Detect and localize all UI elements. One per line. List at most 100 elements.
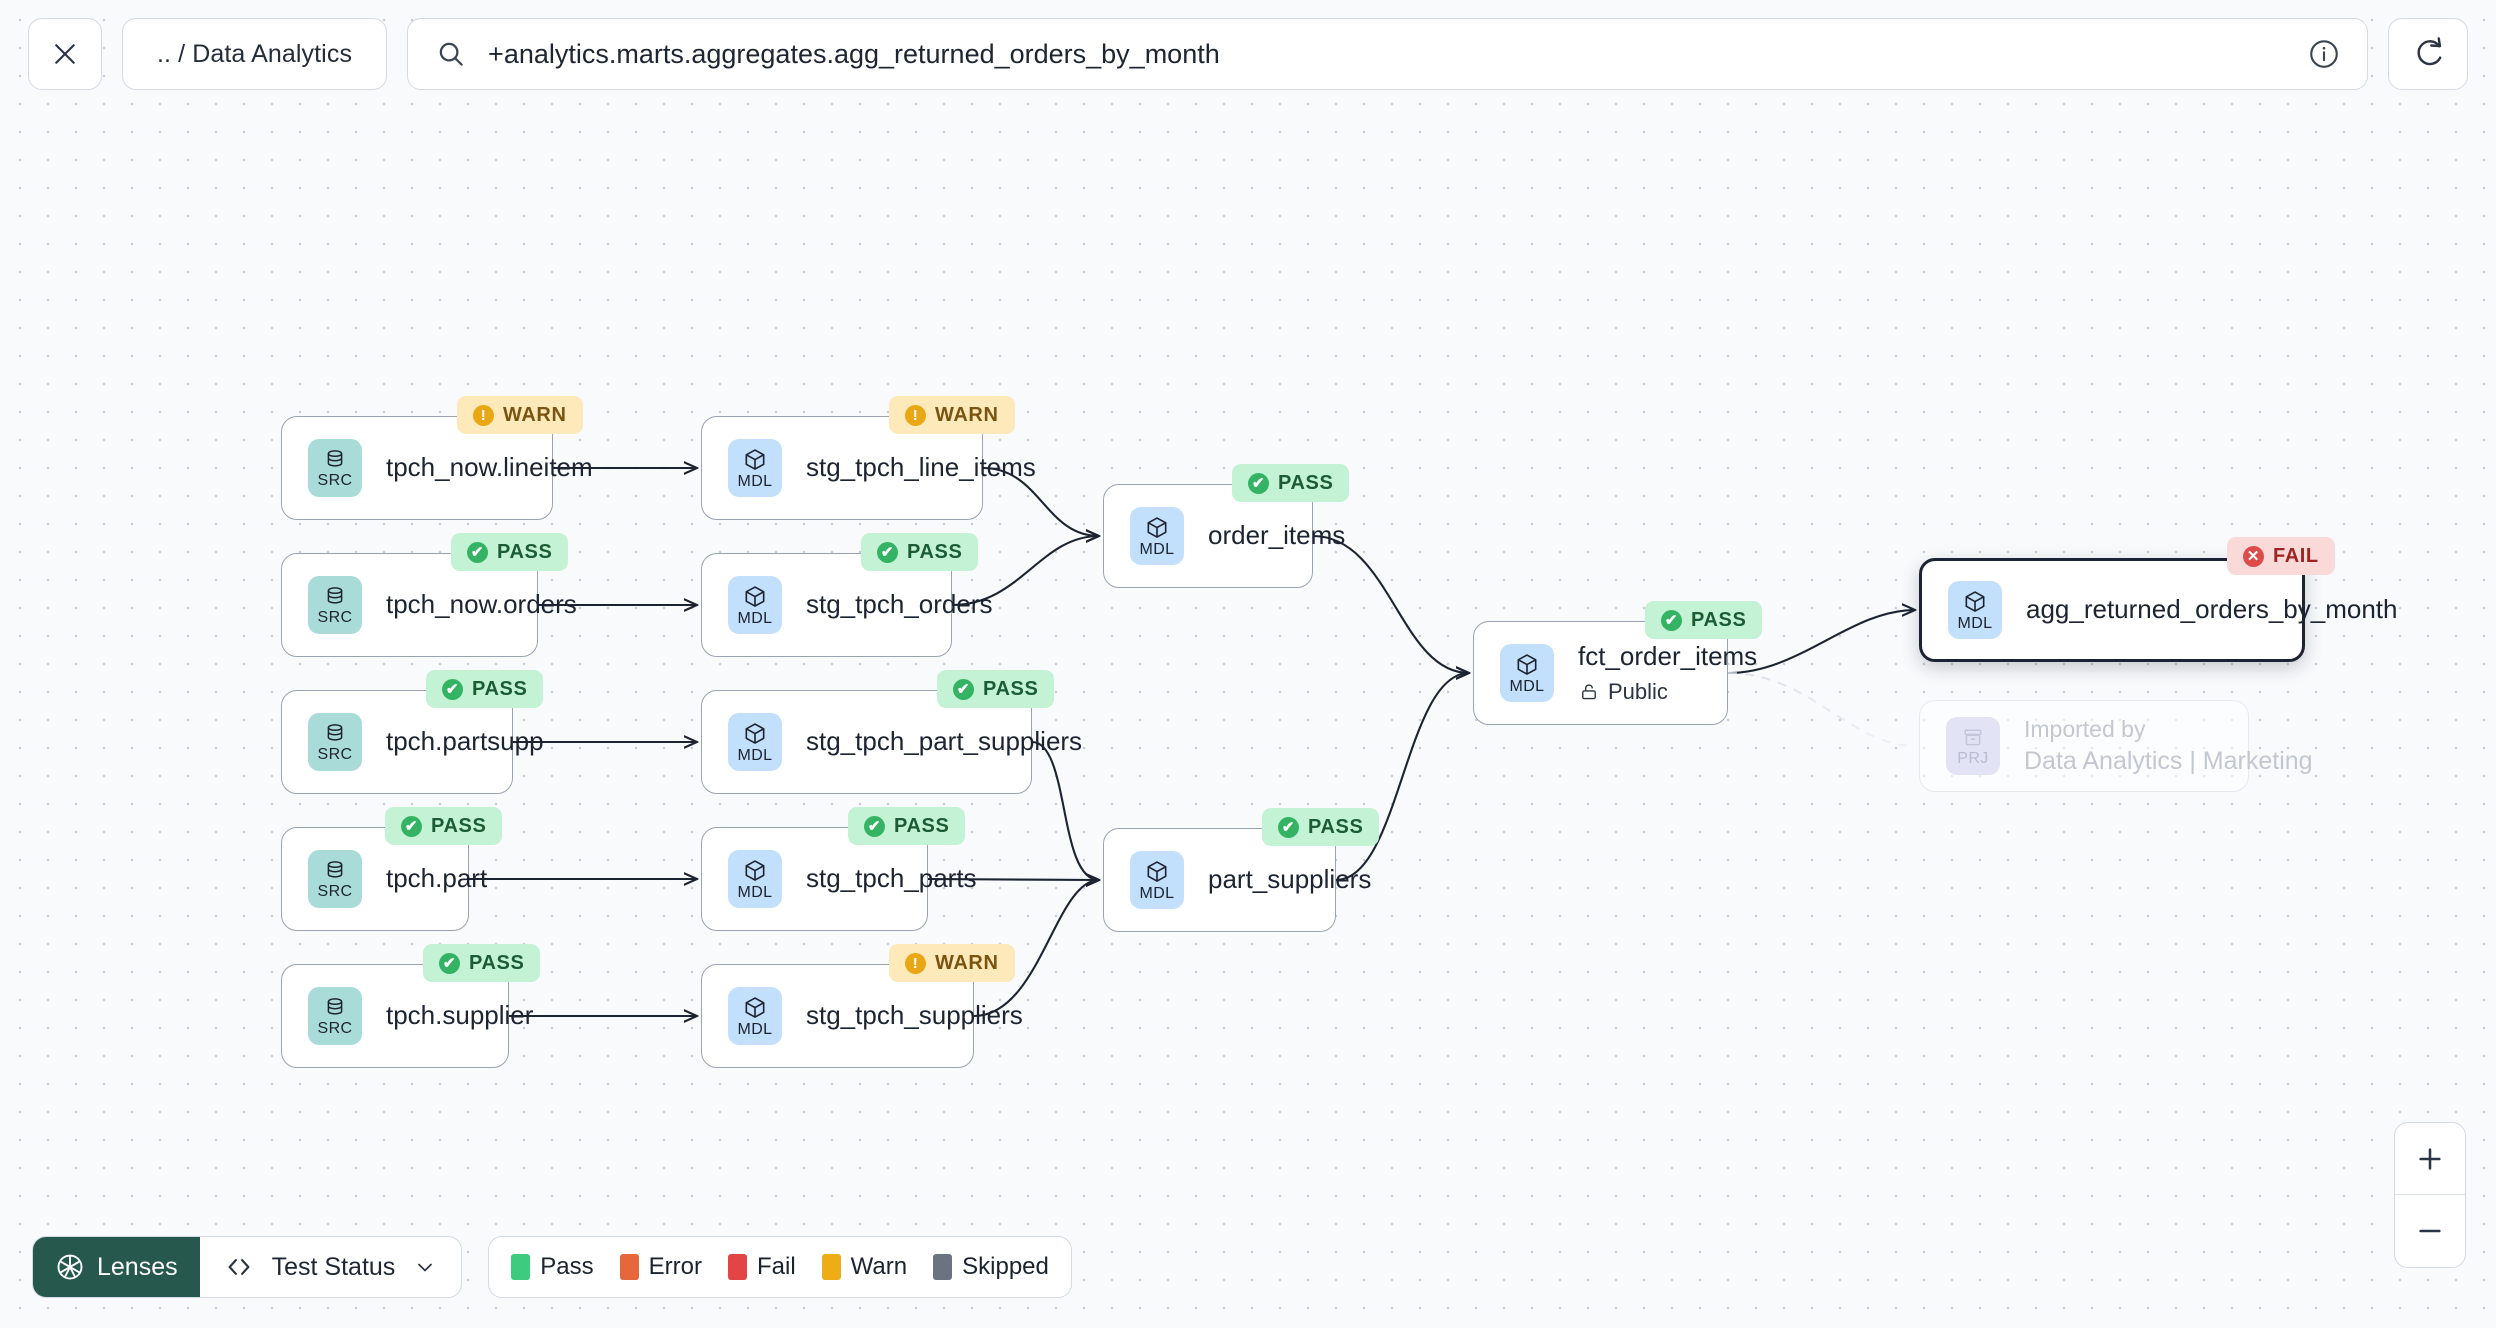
search-icon <box>439 42 463 66</box>
node-subtitle: Data Analytics | Marketing <box>2024 747 2313 776</box>
pass-status-icon: ✔ <box>877 541 898 563</box>
search-bar[interactable]: +analytics.marts.aggregates.agg_returned… <box>407 18 2368 90</box>
node-type-label: MDL <box>1509 677 1545 695</box>
node-type-badge-mdl: MDL <box>1130 851 1184 909</box>
search-input[interactable]: +analytics.marts.aggregates.agg_returned… <box>488 38 1220 69</box>
status-badge-label: PASS <box>907 540 963 563</box>
zoom-in-button[interactable] <box>2395 1123 2465 1195</box>
status-badge-pass: ✔ PASS <box>1645 601 1763 639</box>
legend-swatch-pass-icon <box>511 1254 531 1280</box>
cube-icon <box>1147 516 1167 538</box>
lenses-label: Lenses <box>97 1252 178 1281</box>
minus-icon <box>2419 1229 2441 1233</box>
pass-status-icon: ✔ <box>439 952 460 974</box>
legend-swatch-error-icon <box>619 1254 639 1280</box>
node-type-badge-mdl: MDL <box>728 987 782 1045</box>
legend-swatch-skipped-icon <box>933 1254 953 1280</box>
status-badge-label: WARN <box>935 951 999 974</box>
status-badge-label: PASS <box>1278 471 1334 494</box>
refresh-button[interactable] <box>2388 18 2468 90</box>
status-badge-pass: ✔ PASS <box>385 807 503 845</box>
status-badge-pass: ✔ PASS <box>423 944 541 982</box>
unlock-icon <box>1582 684 1596 700</box>
cube-icon <box>1147 860 1167 882</box>
node-type-badge-src: SRC <box>308 850 362 908</box>
status-badge-label: WARN <box>503 403 567 426</box>
status-badge-pass: ✔ PASS <box>861 533 979 571</box>
status-badge-label: PASS <box>1308 815 1364 838</box>
node-type-label: MDL <box>1139 884 1175 902</box>
node-type-label: MDL <box>1139 540 1175 558</box>
close-button[interactable] <box>28 18 102 90</box>
node-type-label: MDL <box>737 746 773 764</box>
database-icon <box>327 997 343 1015</box>
chevron-down-icon <box>418 1263 433 1272</box>
node-prj_imported[interactable]: PRJ Imported by Data Analytics | Marketi… <box>1919 700 2313 792</box>
bottom-toolbar: Lenses Test Status Pass Error Fail <box>32 1236 1072 1298</box>
status-legend: Pass Error Fail Warn Skipped <box>488 1236 1072 1298</box>
pass-status-icon: ✔ <box>442 678 463 700</box>
breadcrumb-label: .. / Data Analytics <box>157 39 353 68</box>
database-icon <box>327 860 343 878</box>
status-badge-label: PASS <box>469 951 525 974</box>
node-subtitle-text: Data Analytics | Marketing <box>2024 747 2313 776</box>
close-icon <box>55 44 75 64</box>
node-title: fct_order_items <box>1578 640 1758 671</box>
pass-status-icon: ✔ <box>1661 609 1682 631</box>
lenses-button[interactable]: Lenses <box>33 1237 200 1297</box>
legend-item-skipped: Skipped <box>933 1253 1049 1281</box>
node-part_suppliers[interactable]: MDL part_suppliers <box>1103 828 1371 932</box>
legend-swatch-fail-icon <box>728 1254 747 1280</box>
cube-icon <box>1965 590 1985 612</box>
node-type-label: MDL <box>737 883 773 901</box>
node-title: tpch_now.orders <box>386 589 577 620</box>
status-badge-warn: ! WARN <box>889 396 1015 434</box>
node-title: tpch.supplier <box>386 1000 534 1031</box>
legend-item-warn: Warn <box>821 1253 907 1281</box>
node-type-label: SRC <box>317 1019 353 1037</box>
database-icon <box>327 449 343 467</box>
legend-label: Skipped <box>962 1253 1049 1280</box>
database-icon <box>327 586 343 604</box>
node-subtitle-text: Public <box>1608 679 1668 705</box>
node-title: stg_tpch_orders <box>806 589 993 620</box>
node-type-label: MDL <box>737 472 773 490</box>
node-type-badge-src: SRC <box>308 987 362 1045</box>
pass-status-icon: ✔ <box>401 815 422 837</box>
warn-status-icon: ! <box>905 952 926 974</box>
refresh-icon <box>2417 37 2442 66</box>
node-stg_line_items[interactable]: MDL stg_tpch_line_items <box>701 416 1036 520</box>
breadcrumb[interactable]: .. / Data Analytics <box>122 18 388 90</box>
node-agg_returned[interactable]: MDL agg_returned_orders_by_month <box>1919 558 2398 662</box>
zoom-controls <box>2394 1122 2466 1268</box>
status-badge-warn: ! WARN <box>457 396 583 434</box>
pass-status-icon: ✔ <box>864 815 885 837</box>
node-type-label: SRC <box>317 882 353 900</box>
node-type-badge-src: SRC <box>308 439 362 497</box>
node-stg_parts[interactable]: MDL stg_tpch_parts <box>701 827 977 931</box>
node-type-label: PRJ <box>1957 749 1989 767</box>
legend-label: Pass <box>540 1253 594 1280</box>
node-title: agg_returned_orders_by_month <box>2026 594 2398 625</box>
info-icon[interactable] <box>2307 37 2341 71</box>
node-src_lineitem[interactable]: SRC tpch_now.lineitem <box>281 416 593 520</box>
cube-icon <box>745 996 765 1018</box>
test-status-dropdown[interactable]: Test Status <box>200 1252 462 1282</box>
status-badge-pass: ✔ PASS <box>937 670 1055 708</box>
status-badge-pass: ✔ PASS <box>848 807 966 845</box>
top-toolbar: .. / Data Analytics +analytics.marts.agg… <box>0 0 2496 108</box>
zoom-out-button[interactable] <box>2395 1195 2465 1267</box>
node-title: stg_tpch_line_items <box>806 452 1036 483</box>
node-title: stg_tpch_part_suppliers <box>806 726 1083 757</box>
status-badge-label: WARN <box>935 403 999 426</box>
node-title: stg_tpch_parts <box>806 863 977 894</box>
node-type-badge-mdl: MDL <box>1500 644 1554 702</box>
node-type-label: SRC <box>317 471 353 489</box>
aperture-icon <box>57 1254 83 1280</box>
test-status-label: Test Status <box>271 1252 396 1281</box>
node-title: tpch.partsupp <box>386 726 544 757</box>
cube-icon <box>745 585 765 607</box>
status-badge-label: PASS <box>431 814 487 837</box>
